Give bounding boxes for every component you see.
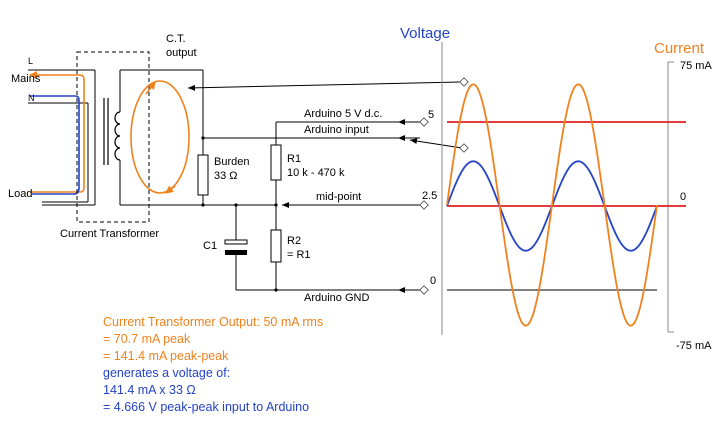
- input-peak-pointer: [409, 138, 463, 149]
- current-tick-max: 75 mA: [680, 60, 712, 72]
- junction-dot-mid: [274, 203, 278, 207]
- r1-label-line2: 10 k - 470 k: [287, 167, 345, 179]
- note-blue-2: 141.4 mA x 33 Ω: [103, 383, 196, 397]
- mains-label: Mains: [11, 73, 41, 85]
- primary-return-path: [30, 95, 80, 195]
- series-current-line: [446, 83, 658, 327]
- note-orange-1: Current Transformer Output: 50 mA rms: [103, 315, 324, 329]
- primary-current-path: [30, 74, 85, 193]
- note-blue-3: = 4.666 V peak-peak input to Arduino: [103, 400, 310, 414]
- secondary-circuit: [120, 69, 209, 206]
- secondary-current-arrow-top: [145, 81, 156, 95]
- junction-dot-input: [201, 136, 205, 140]
- current-axis-title: Current: [654, 40, 705, 57]
- ct-output-notes: Current Transformer Output: 50 mA rms = …: [103, 314, 323, 416]
- mains-N-label: N: [28, 93, 35, 103]
- load-label: Load: [8, 188, 32, 200]
- junction-dot-burden: [201, 203, 205, 207]
- arduino-input-label: Arduino input: [304, 124, 369, 136]
- note-orange-2: = 70.7 mA peak: [103, 332, 191, 346]
- junction-dot-gnd: [274, 288, 278, 292]
- c1-plate-bottom: [225, 250, 247, 255]
- r2-resistor: [270, 229, 282, 263]
- chart-marks: [419, 77, 686, 327]
- secondary-current-arrow-bottom: [165, 185, 176, 194]
- note-orange-3: = 141.4 mA peak-peak: [103, 349, 229, 363]
- r2-label-line1: R2: [287, 235, 301, 247]
- voltage-tick-0: 0: [430, 275, 436, 287]
- voltage-tick-5: 5: [428, 109, 434, 121]
- r1-resistor: [270, 144, 282, 181]
- burden-resistor: [197, 154, 209, 196]
- r1-label-line1: R1: [287, 153, 301, 165]
- current-transformer-label: Current Transformer: [60, 228, 159, 240]
- marker-2-5v: [419, 200, 429, 210]
- ct-output-pointer: [187, 81, 461, 91]
- burden-label-line1: Burden: [214, 156, 249, 168]
- secondary-current-loop: [130, 80, 190, 194]
- marker-current-peak: [459, 77, 469, 87]
- marker-voltage-peak: [459, 143, 469, 153]
- bias-network: [201, 119, 463, 293]
- voltage-tick-2-5: 2.5: [422, 190, 437, 202]
- current-tick-zero: 0: [680, 191, 686, 203]
- waveform-chart: Voltage Current 5 2.5 0 75 mA 0 -75 mA: [400, 25, 712, 352]
- note-blue-1: generates a voltage of:: [103, 366, 231, 380]
- arduino-5v-label: Arduino 5 V d.c.: [304, 108, 382, 120]
- ct-dashed-outline: [76, 51, 150, 223]
- r2-label-line2: = R1: [287, 249, 311, 261]
- arduino-gnd-label: Arduino GND: [304, 292, 369, 304]
- burden-label-line2: 33 Ω: [214, 170, 238, 182]
- midpoint-label: mid-point: [316, 191, 361, 203]
- voltage-axis-title: Voltage: [400, 25, 450, 42]
- c1-plate-top: [224, 239, 248, 245]
- mains-wiring: [28, 69, 96, 206]
- junction-dot-c1: [234, 203, 238, 207]
- mains-L-label: L: [28, 56, 33, 66]
- ct-secondary-coil: [114, 111, 121, 161]
- current-tick-min: -75 mA: [676, 340, 712, 352]
- ct-label-line2: output: [166, 47, 197, 59]
- ct-label-line1: C.T.: [166, 33, 186, 45]
- c1-label: C1: [203, 240, 217, 252]
- marker-5v: [419, 117, 429, 127]
- marker-0v: [419, 285, 429, 295]
- current-transformer: [76, 51, 150, 223]
